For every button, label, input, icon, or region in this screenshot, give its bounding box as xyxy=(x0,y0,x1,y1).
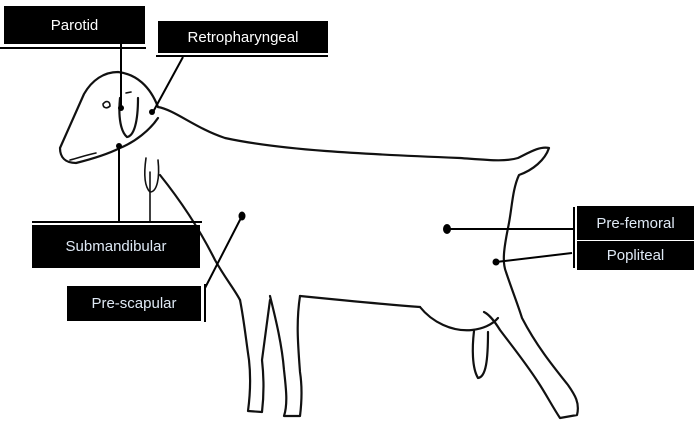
submandibular-node-dot xyxy=(116,143,122,149)
prefemoral-node-dot xyxy=(443,224,451,234)
goat-belly xyxy=(298,294,422,309)
goat-front-leg-left xyxy=(238,298,272,414)
goat-eye xyxy=(102,100,111,109)
retropharyngeal-label: Retropharyngeal xyxy=(158,21,328,53)
prefemoral-label: Pre-femoral xyxy=(577,206,694,240)
parotid-underline xyxy=(0,47,146,49)
popliteal-leader-line xyxy=(495,252,573,263)
submandibular-topline xyxy=(32,221,202,223)
goat-chest xyxy=(158,173,242,302)
goat-head xyxy=(58,70,160,165)
retropharyngeal-node-dot xyxy=(149,109,155,115)
goat-front-leg-right xyxy=(268,294,303,418)
goat-brow xyxy=(125,91,132,94)
prescapular-label: Pre-scapular xyxy=(67,286,201,321)
goat-body-outline xyxy=(156,105,579,420)
prescapular-node-dot xyxy=(238,211,246,221)
parotid-node-dot xyxy=(118,105,124,111)
popliteal-label: Popliteal xyxy=(577,241,694,270)
goat-teat xyxy=(471,329,490,380)
retropharyngeal-leader-line xyxy=(152,56,184,113)
prescapular-leader-line xyxy=(204,215,243,289)
prefemoral-edge-mark xyxy=(573,207,575,243)
goat-udder xyxy=(418,305,500,332)
submandibular-label: Submandibular xyxy=(32,225,200,268)
popliteal-edge-mark xyxy=(573,240,575,268)
goat-wattle xyxy=(144,157,160,193)
goat-ear xyxy=(118,96,140,139)
parotid-label: Parotid xyxy=(4,6,145,44)
prescapular-edge-mark xyxy=(204,284,206,322)
goat-mouth xyxy=(69,152,97,161)
popliteal-node-dot xyxy=(492,258,500,266)
retropharyngeal-underline xyxy=(156,55,328,57)
